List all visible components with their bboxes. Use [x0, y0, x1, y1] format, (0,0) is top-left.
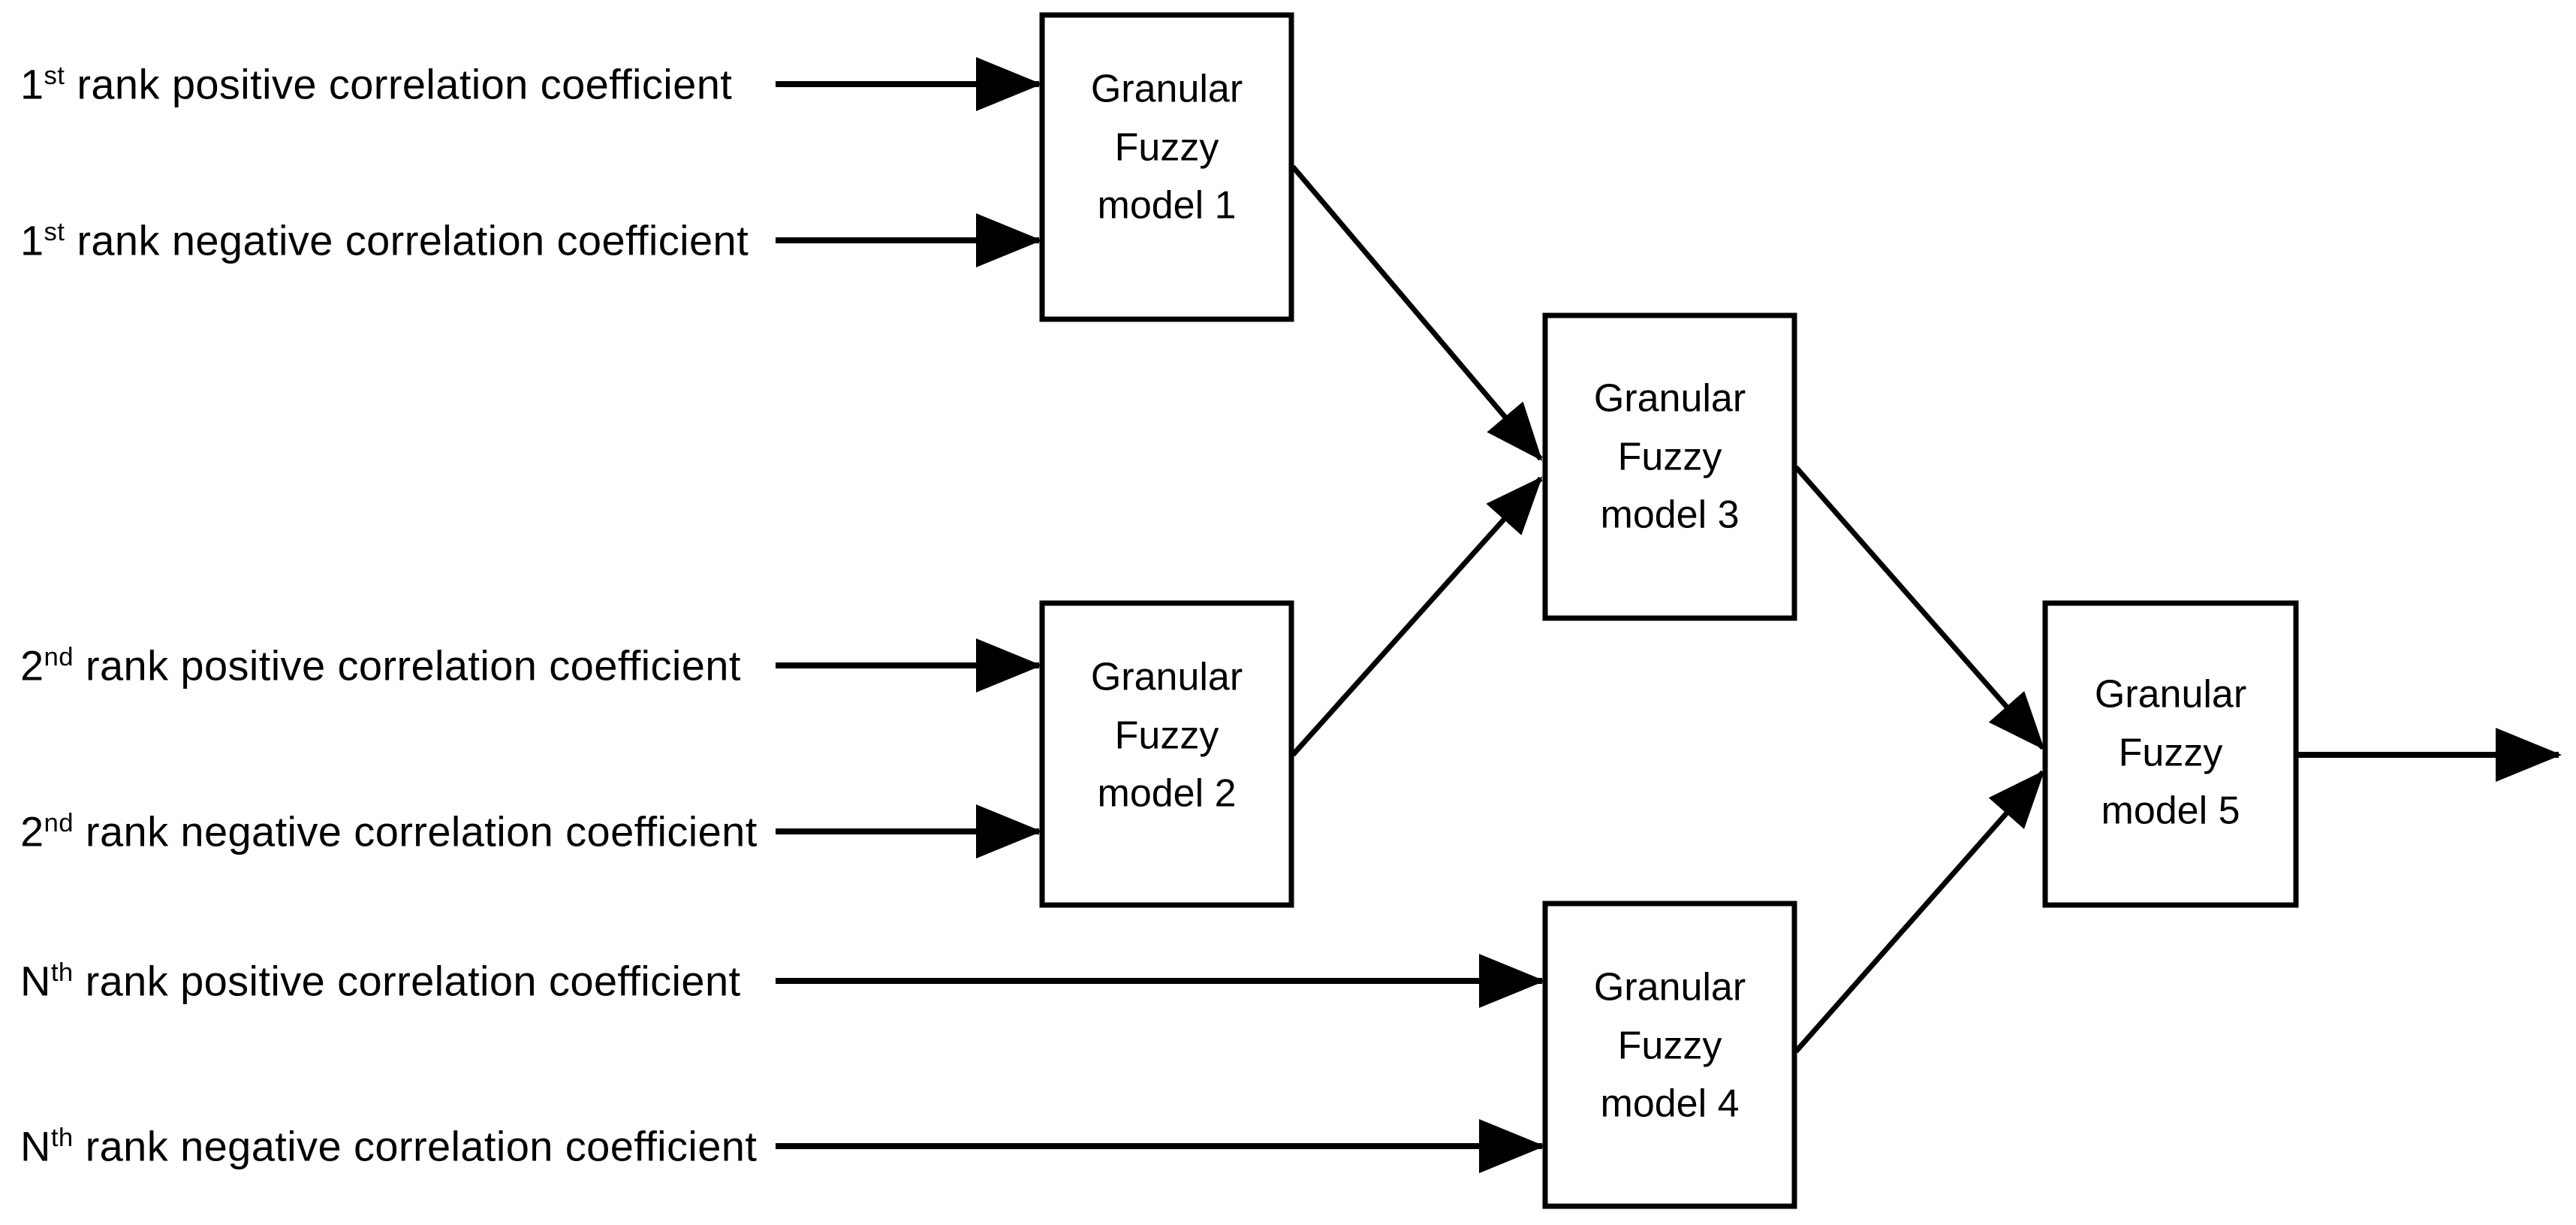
input-label-1st-rank-positive: 1st rank positive correlation coefficien… [20, 60, 732, 109]
input-label-2nd-rank-positive: 2nd rank positive correlation coefficien… [20, 641, 741, 690]
node-model3-line2: Fuzzy [1618, 436, 1722, 479]
node-model3-line1: Granular [1594, 377, 1746, 421]
node-model2-line2: Fuzzy [1115, 714, 1219, 758]
edge-model3-to-model5 [1794, 465, 2045, 750]
node-model2-line3: model 2 [1098, 772, 1237, 816]
input-label-nth-rank-negative: Nth rank negative correlation coefficien… [20, 1122, 757, 1171]
input-label-5-ordinal: th [50, 958, 74, 987]
edge-model1-to-model3 [1291, 164, 1543, 461]
node-model4-line3: model 4 [1601, 1082, 1740, 1126]
input-label-6-rank: N [20, 1122, 51, 1170]
node-model4-box[interactable] [1542, 901, 1797, 1209]
input-label-1-ordinal: st [44, 61, 65, 90]
node-model2-line1: Granular [1091, 656, 1243, 699]
node-model1-line1: Granular [1091, 68, 1243, 111]
node-model3[interactable]: Granular Fuzzy model 3 [1542, 312, 1797, 621]
node-model5-line2: Fuzzy [2119, 732, 2223, 775]
input-label-3-ordinal: nd [44, 642, 74, 671]
input-label-3-rank: 2 [20, 641, 44, 689]
node-model3-line3: model 3 [1601, 493, 1740, 537]
node-model2[interactable]: Granular Fuzzy model 2 [1039, 600, 1294, 908]
node-model4[interactable]: Granular Fuzzy model 4 [1542, 901, 1797, 1209]
node-model1-box[interactable] [1039, 12, 1294, 322]
input-label-1-rest: rank positive correlation coefficient [65, 60, 733, 108]
input-label-6-rest: rank negative correlation coefficient [73, 1122, 758, 1170]
node-model5-box[interactable] [2042, 600, 2299, 908]
input-label-4-ordinal: nd [44, 808, 74, 837]
node-model2-box[interactable] [1039, 600, 1294, 908]
node-model3-box[interactable] [1542, 312, 1797, 621]
node-model4-line1: Granular [1594, 966, 1746, 1009]
edge-model2-to-model3 [1291, 476, 1543, 757]
input-label-6-ordinal: th [50, 1123, 74, 1152]
node-model4-line2: Fuzzy [1618, 1024, 1722, 1068]
input-label-5-rest: rank positive correlation coefficient [73, 957, 741, 1005]
input-label-1st-rank-negative: 1st rank negative correlation coefficien… [20, 216, 749, 265]
input-label-4-rest: rank negative correlation coefficient [73, 807, 758, 855]
input-label-5-rank: N [20, 957, 51, 1005]
input-label-3-rest: rank positive correlation coefficient [73, 641, 741, 689]
input-label-2-rank: 1 [20, 216, 44, 264]
node-model1-line2: Fuzzy [1115, 126, 1219, 170]
input-label-nth-rank-positive: Nth rank positive correlation coefficien… [20, 957, 740, 1006]
node-model1-line3: model 1 [1098, 184, 1237, 228]
input-label-4-rank: 2 [20, 807, 44, 855]
input-label-2nd-rank-negative: 2nd rank negative correlation coefficien… [20, 807, 758, 856]
edge-model4-to-model5 [1794, 770, 2045, 1054]
input-label-2-rest: rank negative correlation coefficient [65, 216, 749, 264]
node-model5-line1: Granular [2095, 673, 2246, 717]
input-label-1-rank: 1 [20, 60, 44, 108]
node-model1[interactable]: Granular Fuzzy model 1 [1039, 12, 1294, 322]
node-model5[interactable]: Granular Fuzzy model 5 [2042, 600, 2299, 908]
input-label-2-ordinal: st [44, 217, 65, 246]
node-model5-line3: model 5 [2101, 789, 2240, 833]
